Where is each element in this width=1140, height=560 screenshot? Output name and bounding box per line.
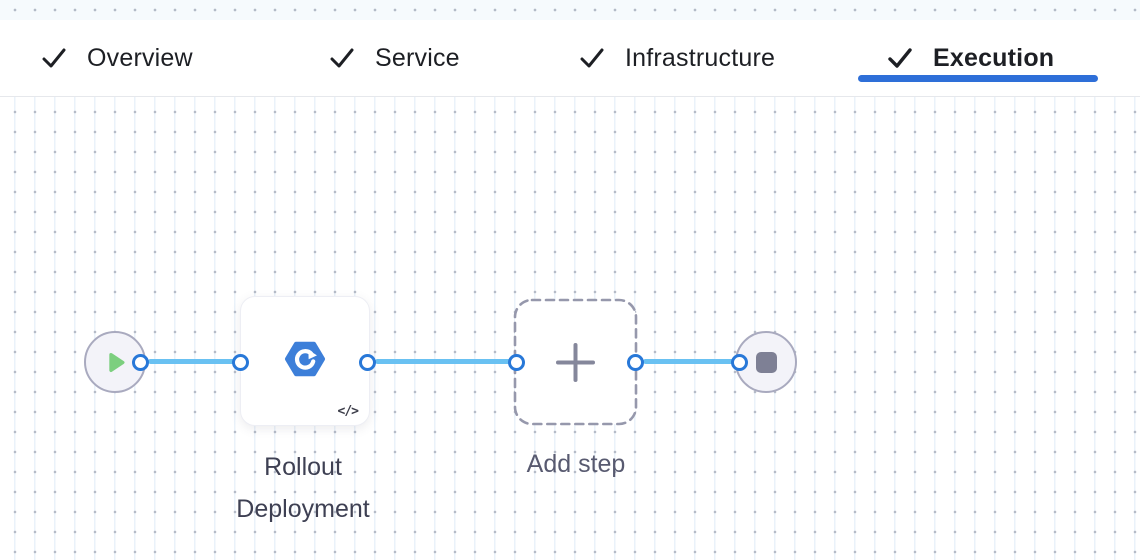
rollout-deployment-icon bbox=[282, 337, 328, 381]
edge-start-to-rollout bbox=[148, 359, 236, 364]
play-icon bbox=[108, 352, 124, 372]
stop-icon bbox=[755, 351, 777, 373]
port-addstep-in[interactable] bbox=[508, 354, 525, 371]
check-icon bbox=[330, 48, 354, 68]
code-badge: </> bbox=[337, 404, 360, 419]
tab-label: Execution bbox=[933, 43, 1055, 72]
port-rollout-in[interactable] bbox=[232, 354, 249, 371]
port-end-in[interactable] bbox=[731, 354, 748, 371]
edge-rollout-to-addstep bbox=[375, 359, 512, 364]
tab-label: Infrastructure bbox=[625, 43, 776, 72]
tab-service[interactable]: Service bbox=[300, 20, 490, 96]
tab-overview[interactable]: Overview bbox=[12, 20, 223, 96]
check-icon bbox=[42, 48, 66, 68]
step-node-rollout-deployment[interactable]: </> bbox=[240, 296, 370, 426]
canvas-top-strip bbox=[0, 0, 1140, 20]
add-step-node[interactable] bbox=[513, 298, 638, 426]
port-start-out[interactable] bbox=[132, 354, 149, 371]
port-addstep-out[interactable] bbox=[627, 354, 644, 371]
rollout-step-label: Rollout Deployment bbox=[236, 453, 370, 523]
stage-config-tabs: Overview Service Infrastructure Executio… bbox=[0, 20, 1140, 97]
tab-execution[interactable]: Execution bbox=[858, 20, 1084, 96]
add-step-label: Add step bbox=[526, 450, 626, 478]
edge-addstep-to-end bbox=[643, 359, 735, 364]
port-rollout-out[interactable] bbox=[359, 354, 376, 371]
active-tab-underline bbox=[858, 75, 1098, 82]
tab-label: Overview bbox=[87, 43, 193, 72]
tab-infrastructure[interactable]: Infrastructure bbox=[550, 20, 805, 96]
check-icon bbox=[888, 48, 912, 68]
tab-label: Service bbox=[375, 43, 460, 72]
plus-icon bbox=[556, 343, 595, 382]
check-icon bbox=[580, 48, 604, 68]
